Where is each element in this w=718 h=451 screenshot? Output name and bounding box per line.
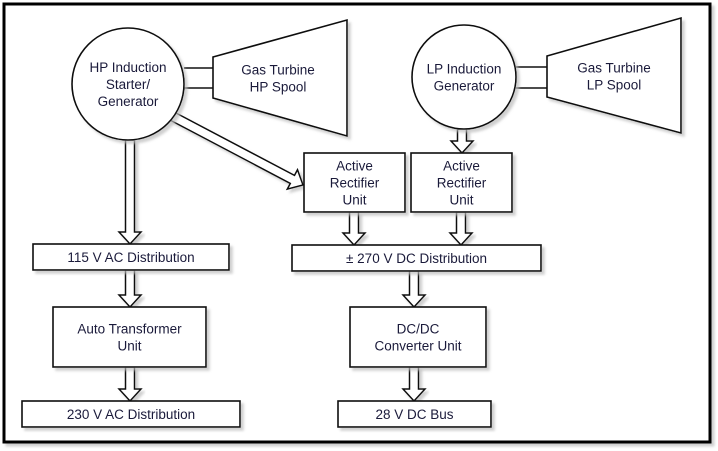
label-line: Generator bbox=[434, 79, 495, 94]
label-line: HP Spool bbox=[250, 80, 307, 95]
arrow-lp-to-rectifier-2 bbox=[449, 128, 475, 155]
label-line: 28 V DC Bus bbox=[375, 407, 453, 422]
hp-turbine-block bbox=[212, 18, 348, 138]
dcdc-label: DC/DC Converter Unit bbox=[374, 322, 461, 354]
label-line: Unit bbox=[449, 193, 473, 208]
arrow-rectifier-1-to-270v bbox=[341, 211, 367, 247]
dc270-block bbox=[291, 244, 542, 272]
lp-generator-block bbox=[411, 24, 517, 130]
label-line: LP Spool bbox=[587, 78, 642, 93]
arrow-atu-to-230v bbox=[117, 366, 143, 403]
label-line: Auto Transformer bbox=[77, 322, 182, 337]
label-line: 230 V AC Distribution bbox=[67, 407, 195, 422]
label-line: HP Induction bbox=[89, 60, 166, 75]
arrow-rectifier-2-to-270v bbox=[448, 211, 474, 247]
arrows bbox=[117, 110, 475, 403]
shapes bbox=[21, 16, 682, 428]
arrow-hp-to-rectifier-1 bbox=[168, 110, 304, 191]
label-line: Gas Turbine bbox=[577, 61, 651, 76]
dc270-label: ± 270 V DC Distribution bbox=[346, 251, 487, 266]
rectifier-1-block bbox=[303, 152, 406, 213]
arrow-hp-to-115v bbox=[117, 139, 143, 246]
ac230-block bbox=[21, 400, 241, 428]
hp-turbine-label: Gas Turbine HP Spool bbox=[241, 63, 315, 95]
label-line: Starter/ bbox=[106, 77, 151, 92]
label-line: 115 V AC Distribution bbox=[67, 250, 194, 265]
hp-generator-block bbox=[71, 27, 185, 141]
dc28-label: 28 V DC Bus bbox=[375, 407, 453, 422]
label-line: Rectifier bbox=[330, 176, 380, 191]
atu-block bbox=[52, 306, 207, 368]
label-line: Unit bbox=[342, 193, 366, 208]
arrow-dcdc-to-28v bbox=[401, 366, 427, 403]
ac230-label: 230 V AC Distribution bbox=[67, 407, 195, 422]
label-line: Unit bbox=[117, 339, 141, 354]
ac115-label: 115 V AC Distribution bbox=[67, 250, 194, 265]
ac115-block bbox=[32, 243, 230, 271]
label-line: Generator bbox=[98, 94, 159, 109]
label-line: LP Induction bbox=[427, 62, 502, 77]
label-line: DC/DC bbox=[397, 322, 440, 337]
rectifier-2-block bbox=[410, 152, 513, 213]
arrow-270v-to-dcdc bbox=[401, 270, 427, 309]
lp-turbine-label: Gas Turbine LP Spool bbox=[577, 61, 651, 93]
label-line: Converter Unit bbox=[374, 339, 461, 354]
dc28-block bbox=[337, 400, 492, 428]
label-line: Active bbox=[336, 159, 373, 174]
label-line: Active bbox=[443, 159, 480, 174]
lp-turbine-block bbox=[546, 16, 682, 135]
label-line: Gas Turbine bbox=[241, 63, 315, 78]
label-line: Rectifier bbox=[437, 176, 487, 191]
arrow-115v-to-atu bbox=[117, 269, 143, 309]
label-line: ± 270 V DC Distribution bbox=[346, 251, 487, 266]
dcdc-block bbox=[349, 306, 487, 368]
